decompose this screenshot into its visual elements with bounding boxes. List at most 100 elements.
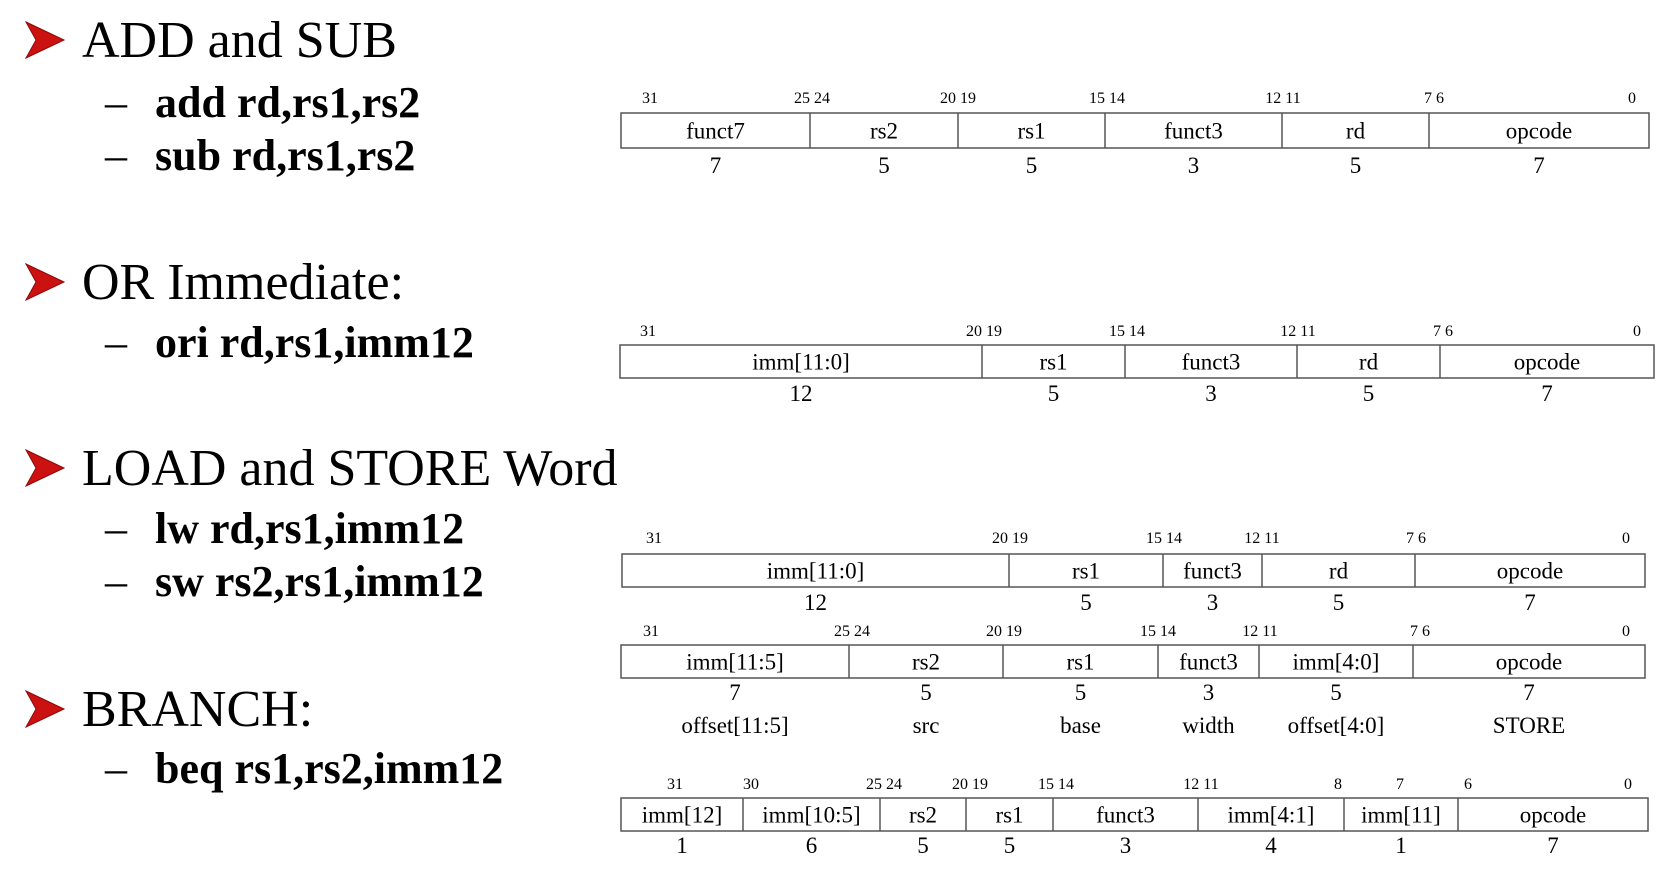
field-name: opcode	[1514, 350, 1580, 375]
dash-bullet: –	[105, 317, 127, 367]
arrow-bullet-icon	[24, 689, 66, 729]
bit-position-label: 20 19	[940, 90, 976, 107]
arrow-bullet-icon	[24, 262, 66, 302]
field-width: 3	[1120, 833, 1132, 858]
field-name: rs1	[1072, 559, 1100, 584]
field-name: imm[10:5]	[762, 803, 860, 828]
field-name: rd	[1329, 559, 1349, 584]
field-width: 7	[1523, 680, 1535, 705]
field-width: 5	[1004, 833, 1016, 858]
bit-position-label: 15 14	[1038, 776, 1074, 793]
bit-position-label: 31	[646, 530, 662, 547]
field-name: funct3	[1179, 650, 1238, 675]
bit-position-label: 20 19	[992, 530, 1028, 547]
field-width: 4	[1265, 833, 1277, 858]
field-subtitle: base	[1060, 713, 1101, 738]
field-name: rs2	[912, 650, 940, 675]
instruction-list: ADD and SUB – add rd,rs1,rs2 – sub rd,rs…	[0, 0, 700, 870]
bit-position-label: 25 24	[866, 776, 902, 793]
field-subtitle: STORE	[1493, 713, 1565, 738]
field-name: imm[4:0]	[1293, 650, 1380, 675]
instruction-beq: – beq rs1,rs2,imm12	[105, 743, 504, 793]
dash-bullet: –	[105, 77, 127, 127]
field-width: 3	[1203, 680, 1215, 705]
arrow-bullet-icon	[24, 20, 66, 60]
bit-position-label: 0	[1622, 530, 1630, 547]
bit-position-label: 0	[1633, 323, 1641, 340]
field-width: 5	[920, 680, 932, 705]
arrow-bullet-icon	[24, 448, 66, 488]
field-name: funct3	[1182, 350, 1241, 375]
field-width: 3	[1188, 153, 1200, 178]
field-width: 12	[804, 590, 827, 615]
field-name: rs2	[909, 803, 937, 828]
bit-position-label: 7 6	[1410, 623, 1430, 640]
bit-position-label: 31	[640, 323, 656, 340]
format-box	[620, 644, 1646, 679]
field-name: opcode	[1496, 650, 1562, 675]
bit-position-label: 7	[1396, 776, 1404, 793]
field-width: 5	[1080, 590, 1092, 615]
field-width: 7	[1547, 833, 1559, 858]
bit-position-label: 20 19	[966, 323, 1002, 340]
field-name: imm[11]	[1361, 803, 1441, 828]
format-i-type-ori: 31 20 19 15 14 12 11 7 6 0 imm[11:0] 12 rs1 5 func…	[619, 323, 1655, 406]
bit-position-label: 0	[1628, 90, 1636, 107]
field-width: 5	[1350, 153, 1362, 178]
bit-position-label: 12 11	[1280, 323, 1315, 340]
field-subtitle: src	[913, 713, 940, 738]
bit-position-label: 31	[667, 776, 683, 793]
format-box	[621, 553, 1646, 588]
field-name: imm[11:0]	[752, 350, 850, 375]
bit-position-label: 12 11	[1183, 776, 1218, 793]
field-name: funct3	[1164, 119, 1223, 144]
field-subtitle: offset[4:0]	[1288, 713, 1385, 738]
field-width: 5	[1048, 381, 1060, 406]
field-width: 12	[790, 381, 813, 406]
field-name: rs2	[870, 119, 898, 144]
instruction-ori: – ori rd,rs1,imm12	[105, 317, 474, 367]
field-width: 5	[1075, 680, 1087, 705]
bit-position-label: 12 11	[1244, 530, 1279, 547]
bit-position-label: 15 14	[1089, 90, 1125, 107]
bit-position-label: 12 11	[1265, 90, 1300, 107]
field-width: 3	[1207, 590, 1219, 615]
field-name: imm[11:5]	[686, 650, 784, 675]
format-box	[620, 797, 1649, 832]
bit-position-label: 31	[643, 623, 659, 640]
field-width: 5	[1330, 680, 1342, 705]
dash-bullet: –	[105, 743, 127, 793]
field-name: rs1	[1039, 350, 1067, 375]
bit-position-label: 6	[1464, 776, 1472, 793]
field-name: opcode	[1520, 803, 1586, 828]
field-width: 6	[806, 833, 818, 858]
bit-position-label: 20 19	[952, 776, 988, 793]
section-heading-load-store: LOAD and STORE Word	[24, 438, 618, 498]
bit-position-label: 12 11	[1242, 623, 1277, 640]
bit-position-label: 7 6	[1406, 530, 1426, 547]
bit-position-label: 7 6	[1424, 90, 1444, 107]
field-name: funct3	[1096, 803, 1155, 828]
field-width: 5	[917, 833, 929, 858]
format-box	[620, 112, 1650, 149]
field-name: opcode	[1506, 119, 1572, 144]
field-subtitle: width	[1182, 713, 1235, 738]
field-name: rs1	[1066, 650, 1094, 675]
section-heading-branch: BRANCH:	[24, 679, 313, 739]
dash-bullet: –	[105, 503, 127, 553]
bit-position-label: 0	[1622, 623, 1630, 640]
bit-position-label: 7 6	[1433, 323, 1453, 340]
instruction-add: – add rd,rs1,rs2	[105, 77, 421, 127]
bit-position-label: 15 14	[1140, 623, 1176, 640]
bit-position-label: 15 14	[1109, 323, 1145, 340]
field-name: opcode	[1497, 559, 1563, 584]
field-name: rs1	[1017, 119, 1045, 144]
bit-position-label: 31	[642, 90, 658, 107]
field-width: 7	[1524, 590, 1536, 615]
bit-position-label: 0	[1624, 776, 1632, 793]
bit-position-label: 25 24	[794, 90, 830, 107]
